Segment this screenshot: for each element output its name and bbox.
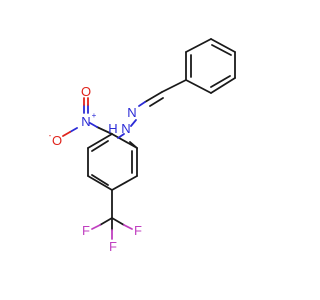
imine-linkage [130,79,187,127]
bond [185,38,212,53]
atom-label-f: F [109,239,117,254]
molecule-structure: N H N N + O O - F F F [49,38,236,254]
bond [96,126,113,135]
bond [210,77,236,94]
charge-plus: + [92,111,97,120]
atom-label-nitro-o-single: O [52,133,62,148]
bond [89,122,98,128]
bond-double-inner [210,75,231,88]
bond [87,175,113,191]
trifluoromethyl-group [91,189,133,240]
bond [111,217,125,226]
bond [123,224,133,230]
bond [130,119,137,127]
bond [117,133,125,139]
atom-label-nitro-n: N [81,114,90,129]
bond-double-inner [91,140,109,152]
nitro-group [62,97,113,137]
bond [99,217,113,226]
bond-double-inner [91,174,109,186]
atom-label-nitro-o-double: O [81,84,91,99]
bond [144,91,163,103]
bond [87,133,113,149]
bond [69,127,78,133]
atom-label-f: F [134,223,142,238]
bond [91,224,101,230]
bond [161,79,187,93]
phenyl-ring [185,38,236,94]
bond [210,38,236,53]
bond [62,131,71,137]
bond [111,175,138,191]
bond-double-inner [149,97,164,107]
charge-minus: - [49,131,52,140]
atom-label-n: N [127,105,136,120]
bond [111,133,138,149]
aromatic-ring [87,133,138,191]
bond-double-inner [211,44,232,56]
atom-label-n: N [121,121,130,136]
bond [185,79,212,94]
atom-label-h: H [108,121,117,136]
bond [138,101,146,107]
atom-label-f: F [82,223,90,238]
